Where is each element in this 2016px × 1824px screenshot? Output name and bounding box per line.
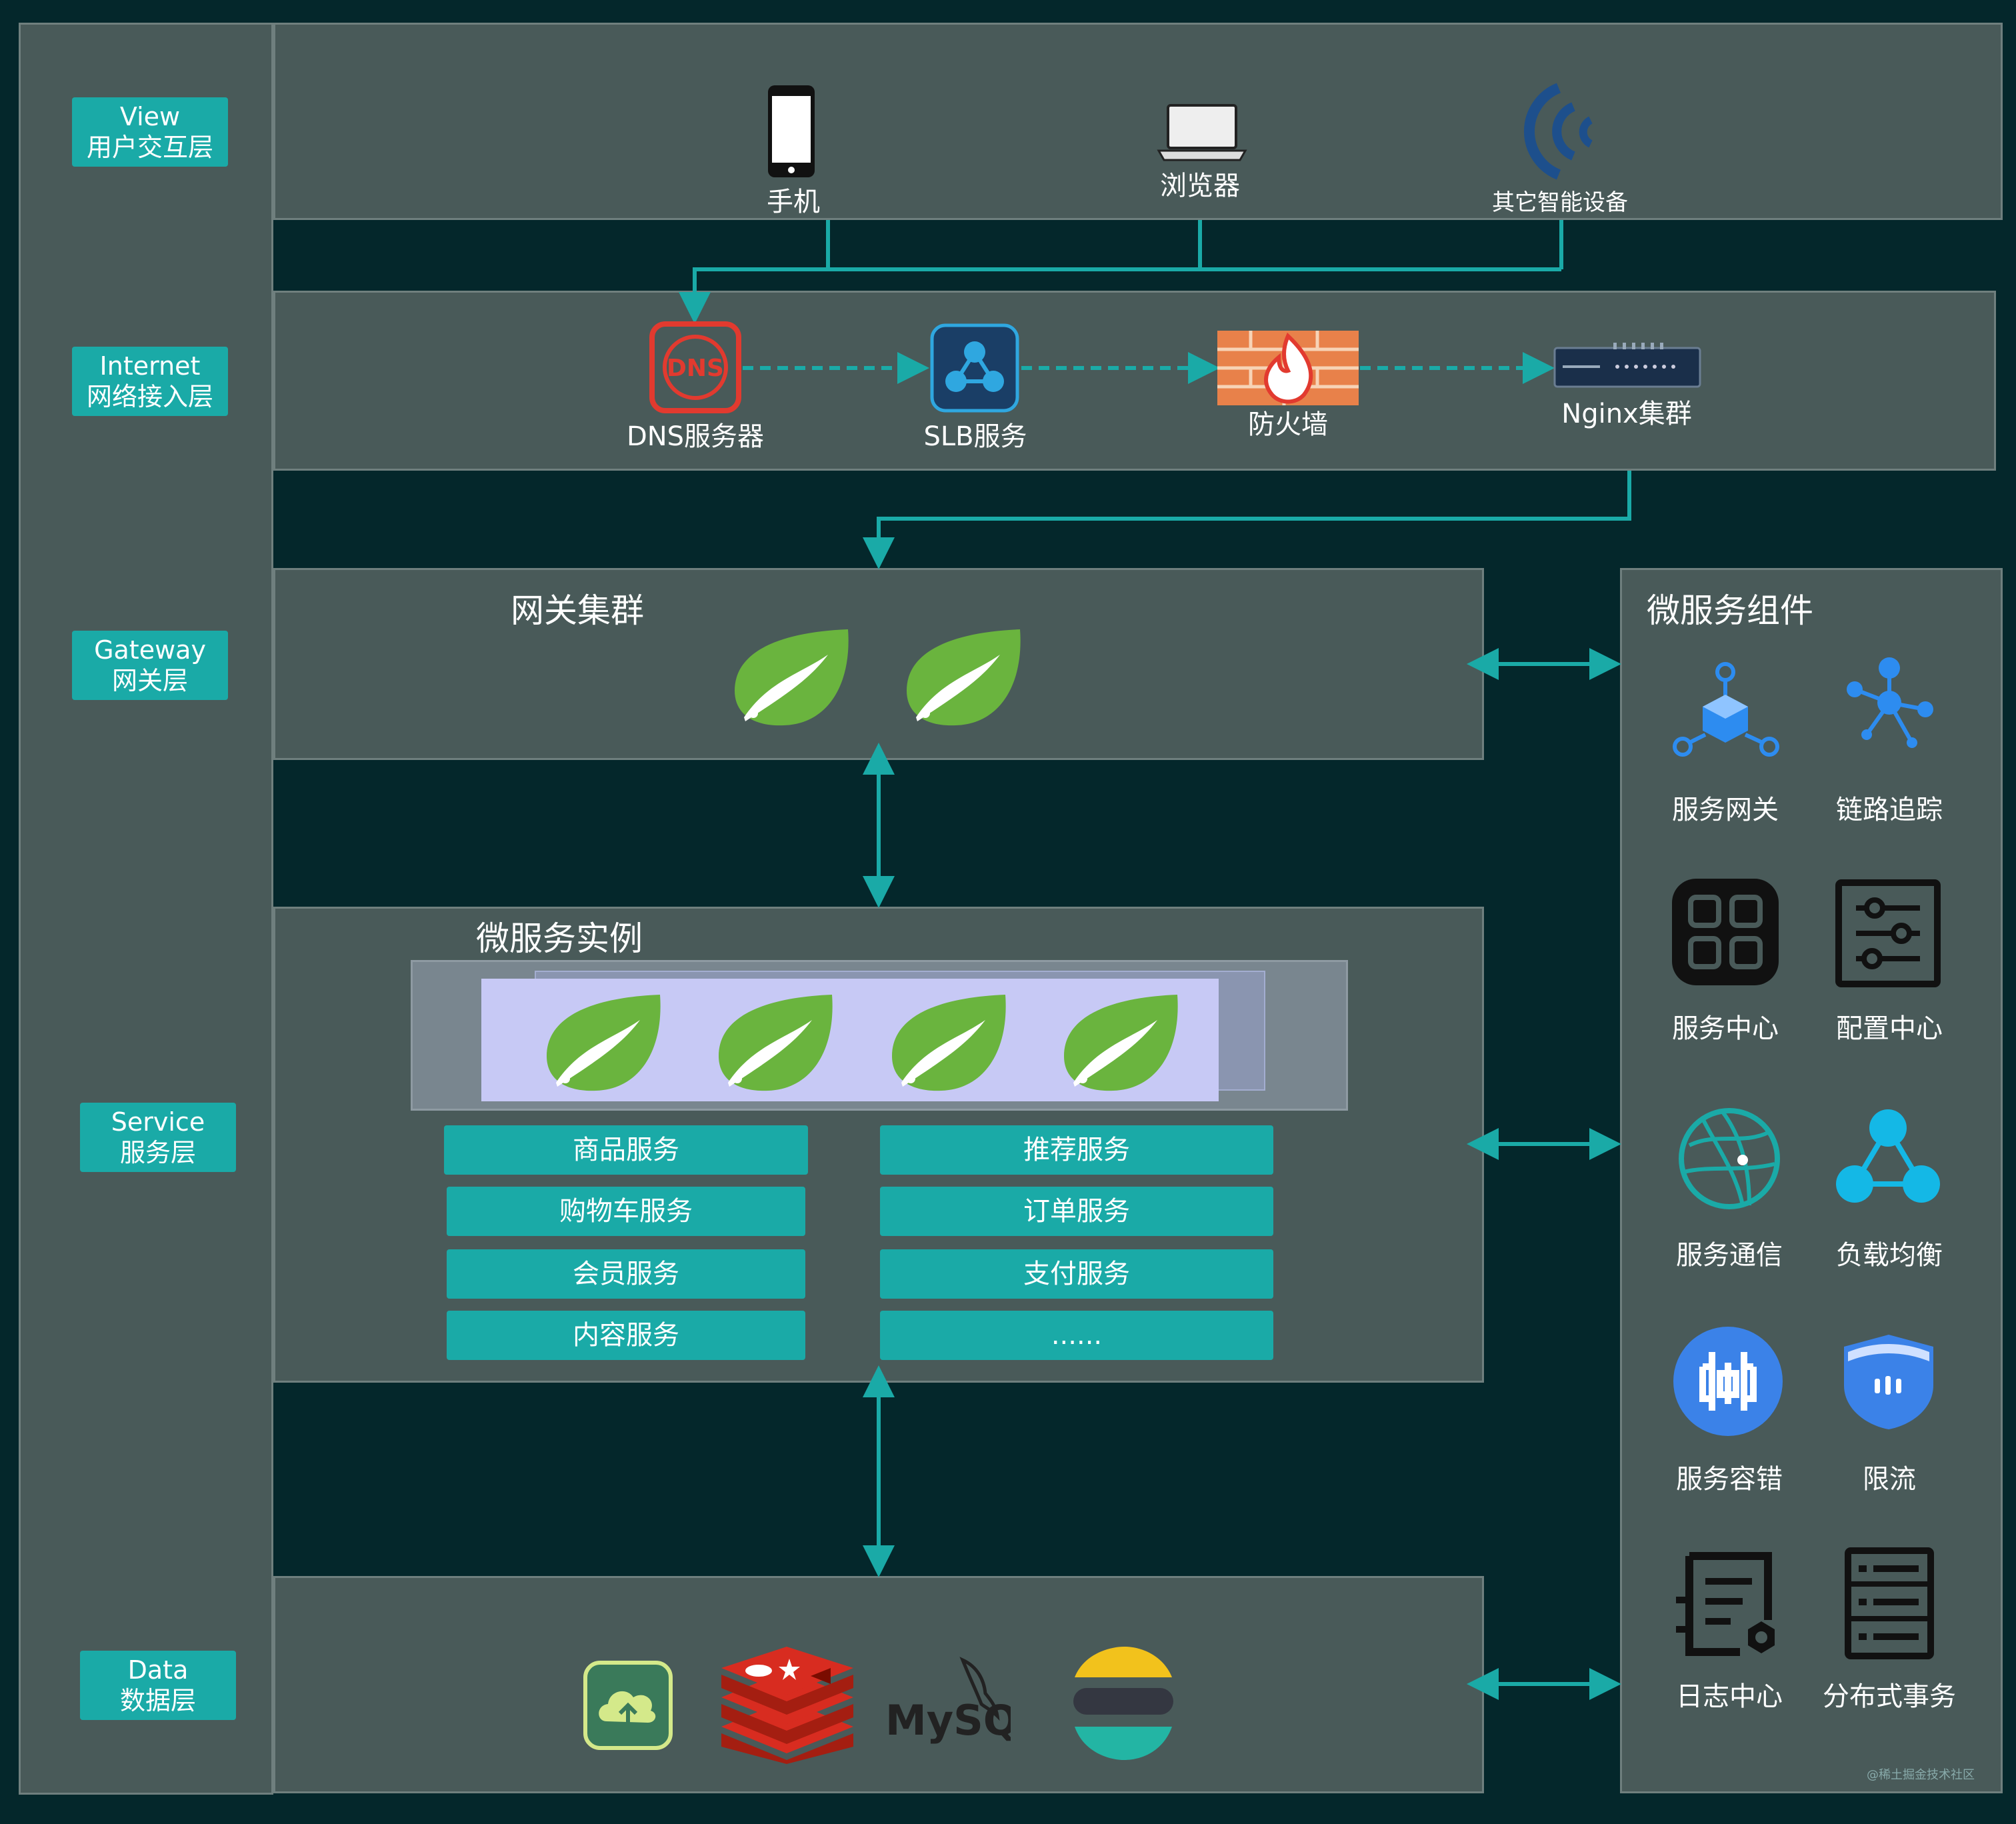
registry-icon [1672, 879, 1779, 985]
mysql-icon: MySQL [885, 1657, 1011, 1745]
spring-leaf-icon [719, 995, 833, 1091]
device-phone-label: 手机 [767, 187, 820, 217]
view-panel [273, 23, 2003, 220]
component-label: 限流 [1863, 1464, 1916, 1495]
component-label: 配置中心 [1836, 1013, 1943, 1044]
dns-badge-text: DNS [667, 355, 724, 382]
layer-column [19, 23, 273, 1795]
internet-panel [273, 291, 1996, 471]
layer-zh: 网关层 [111, 666, 188, 695]
mysql-text: MySQL [885, 1696, 1011, 1745]
tracing-icon [1847, 657, 1933, 748]
load-balance-icon [1836, 1109, 1940, 1203]
component-label: 分布式事务 [1823, 1681, 1956, 1712]
layer-tag-gateway: Gateway 网关层 [72, 631, 228, 700]
layer-zh: 服务层 [119, 1138, 196, 1167]
gateway-panel [273, 568, 1484, 760]
cloud-storage-icon [583, 1661, 673, 1750]
layer-tag-service: Service 服务层 [80, 1103, 236, 1172]
service-item: 内容服务 [447, 1311, 805, 1360]
firewall-icon [1217, 331, 1359, 405]
layer-en: Internet [99, 351, 201, 381]
nginx-label: Nginx集群 [1561, 399, 1692, 429]
layer-zh: 网络接入层 [86, 382, 213, 411]
dns-server-label: DNS服务器 [626, 421, 765, 452]
elasticsearch-icon [1073, 1647, 1173, 1760]
fault-tolerance-icon [1673, 1327, 1783, 1436]
instances-title: 微服务实例 [476, 919, 643, 958]
component-label: 服务中心 [1672, 1013, 1779, 1044]
slb-icon [930, 323, 1019, 413]
log-icon [1676, 1552, 1775, 1656]
dns-server-icon: DNS [649, 321, 741, 413]
device-other-label: 其它智能设备 [1492, 189, 1628, 216]
spring-leaf-icon [892, 995, 1006, 1091]
components-title: 微服务组件 [1647, 591, 1813, 630]
component-label: 服务容错 [1676, 1464, 1783, 1495]
layer-tag-internet: Internet 网络接入层 [72, 347, 228, 416]
config-icon [1835, 879, 1941, 987]
spring-leaf-icon [907, 629, 1021, 726]
spring-leaf-icon [547, 995, 661, 1091]
layer-en: Service [111, 1107, 205, 1137]
component-label: 链路追踪 [1836, 795, 1943, 825]
component-label: 负载均衡 [1836, 1240, 1943, 1271]
service-item: 会员服务 [447, 1249, 805, 1299]
device-browser-label: 浏览器 [1160, 171, 1240, 201]
redis-icon [721, 1647, 853, 1764]
layer-tag-view: View 用户交互层 [72, 97, 228, 167]
service-item: 订单服务 [880, 1187, 1273, 1236]
layer-zh: 用户交互层 [86, 133, 213, 162]
gateway-cluster-title: 网关集群 [511, 591, 644, 630]
service-item: 商品服务 [444, 1125, 808, 1175]
component-label: 服务通信 [1676, 1240, 1783, 1271]
service-item: 购物车服务 [447, 1187, 805, 1236]
layer-en: Data [127, 1655, 189, 1685]
footer-credit: @稀土掘金技术社区 [1867, 1768, 1975, 1782]
layer-en: View [119, 102, 181, 131]
layer-tag-data: Data 数据层 [80, 1651, 236, 1720]
laptop-icon [1157, 104, 1247, 161]
component-label: 服务网关 [1672, 795, 1779, 825]
spring-leaf-icon [1064, 995, 1178, 1091]
transaction-icon [1845, 1547, 1934, 1659]
spring-leaf-icon [735, 629, 849, 726]
gateway-icon [1673, 662, 1779, 757]
phone-icon [768, 85, 815, 177]
layer-en: Gateway [94, 635, 206, 665]
firewall-label: 防火墙 [1248, 409, 1328, 440]
communication-icon [1679, 1108, 1780, 1209]
nginx-server-icon [1553, 343, 1701, 388]
wireless-device-icon [1523, 83, 1593, 180]
service-item: 推荐服务 [880, 1125, 1273, 1175]
component-label: 日志中心 [1676, 1681, 1783, 1712]
layer-zh: 数据层 [119, 1686, 196, 1715]
rate-limit-icon [1844, 1335, 1933, 1429]
service-item: ...... [880, 1311, 1273, 1360]
slb-label: SLB服务 [923, 421, 1027, 452]
service-item: 支付服务 [880, 1249, 1273, 1299]
